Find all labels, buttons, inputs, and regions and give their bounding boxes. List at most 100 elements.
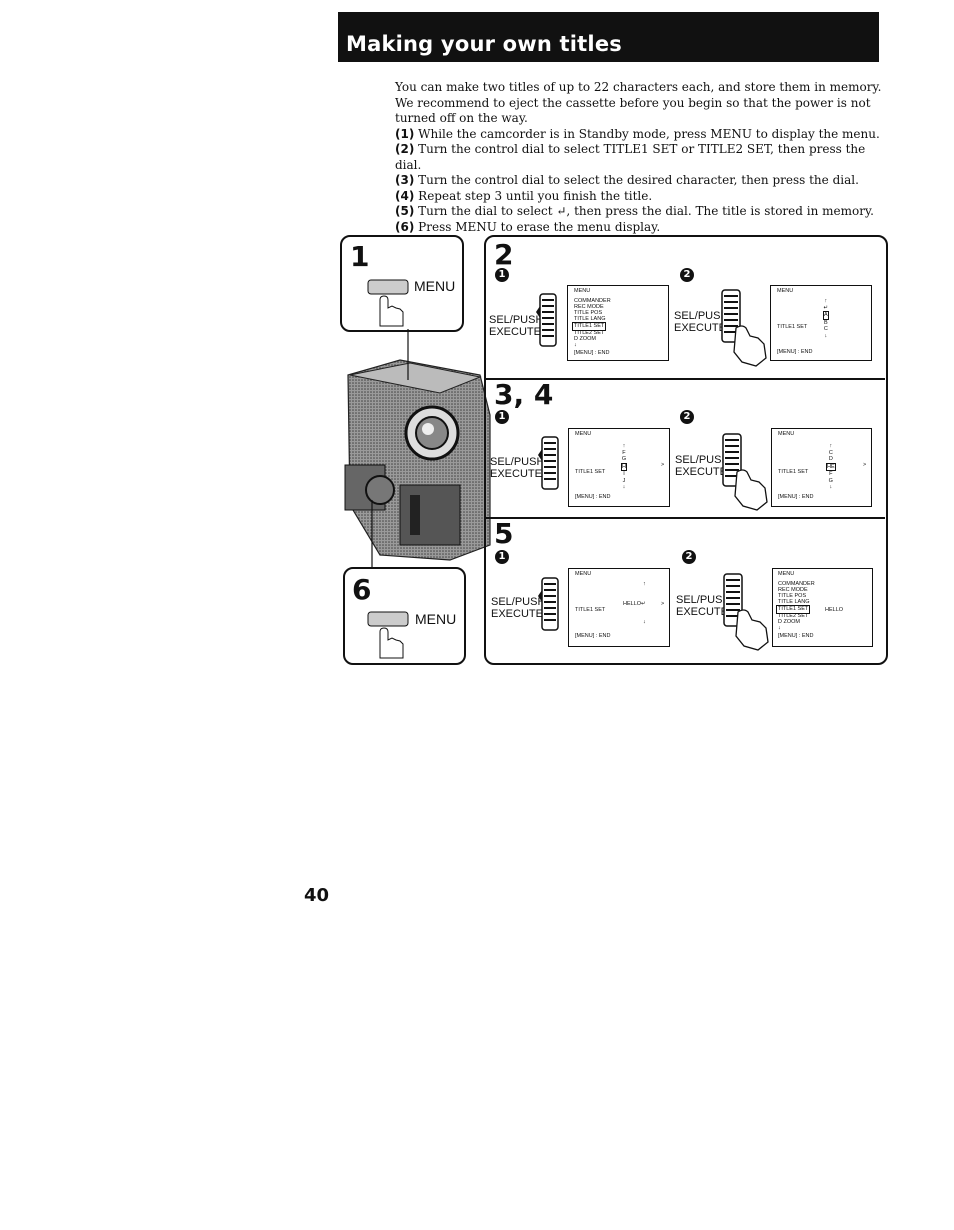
screen-line: MENU <box>777 288 794 294</box>
screen-line: MENU <box>778 431 795 437</box>
screen-line: TITLE2 SET <box>778 613 809 619</box>
step-5: (5) Turn the dial to select ↵, then pres… <box>395 204 885 220</box>
step-text: Turn the control dial to select TITLE1 S… <box>395 142 866 172</box>
step-text: While the camcorder is in Standby mode, … <box>418 126 880 141</box>
cursor-arrow: > <box>863 462 867 468</box>
step-3: (3) Turn the control dial to select the … <box>395 173 885 189</box>
menu-button-label: MENU <box>414 278 456 294</box>
screen-line: [MENU] : END <box>778 633 814 639</box>
panel-step-1 <box>340 235 464 332</box>
menu-button-label: MENU <box>415 611 457 627</box>
control-dial-icon <box>538 436 559 490</box>
step-1: (1) While the camcorder is in Standby mo… <box>395 127 885 143</box>
dial-press-finger-icon <box>721 289 767 367</box>
marker-1: 1 <box>495 410 509 424</box>
marker-2: 2 <box>682 550 696 564</box>
intro-paragraph-1: You can make two titles of up to 22 char… <box>395 80 882 94</box>
screen-line: TITLE1 SET <box>777 324 808 330</box>
screen-line: TITLE POS <box>778 593 807 599</box>
screen-line: ↓ <box>574 342 577 348</box>
step-number: (6) <box>395 219 415 234</box>
step-number: (2) <box>395 142 415 156</box>
screen-line: TITLE1 SET <box>575 607 606 613</box>
screen-line: D ZOOM <box>778 619 800 625</box>
title-value: HELLO <box>825 607 844 613</box>
intro-text: You can make two titles of up to 22 char… <box>395 80 885 235</box>
dial-press-finger-icon <box>723 573 769 651</box>
panel-divider <box>484 517 885 519</box>
screen-line: ↓ <box>778 625 781 631</box>
marker-1: 1 <box>495 550 509 564</box>
step-number: (3) <box>395 173 415 187</box>
cursor-arrow: > <box>661 601 665 607</box>
screen-line: COMMANDER <box>778 581 815 587</box>
page-title: Making your own titles <box>346 32 622 56</box>
dial-press-finger-icon <box>722 433 768 511</box>
screen-line: MENU <box>778 571 795 577</box>
step-text: Turn the control dial to select the desi… <box>418 173 859 187</box>
up-arrow: ↑ <box>643 581 646 587</box>
screen-line: [MENU] : END <box>575 494 611 500</box>
step-number: (5) <box>395 204 415 218</box>
menu-button-press-icon <box>367 611 409 659</box>
menu-screen: MENU COMMANDER REC MODE TITLE POS TITLE … <box>567 285 669 361</box>
step-text: Turn the dial to select ↵, then press th… <box>418 204 874 218</box>
section-3-4-number: 3, 4 <box>494 378 554 411</box>
step-number: (1) <box>395 126 415 141</box>
screen-line: [MENU] : END <box>575 633 611 639</box>
screen-line: TITLE POS <box>574 310 603 316</box>
page-number: 40 <box>304 885 330 906</box>
marker-2: 2 <box>680 268 694 282</box>
screen-line: TITLE2 SET <box>574 330 605 336</box>
menu-screen: MENU TITLE1 SET HELLO↵ > ↑ ↓ [MENU] : EN… <box>568 568 670 647</box>
step-4: (4) Repeat step 3 until you finish the t… <box>395 189 885 205</box>
camcorder-illustration <box>344 359 491 561</box>
screen-line: TITLE LANG <box>574 316 606 322</box>
screen-line: D ZOOM <box>574 336 596 342</box>
screen-line: [MENU] : END <box>778 494 814 500</box>
screen-line: MENU <box>575 571 592 577</box>
screen-line: TITLE1 SET <box>575 469 606 475</box>
menu-screen: MENU COMMANDER REC MODE TITLE POS TITLE … <box>772 568 873 647</box>
screen-line: COMMANDER <box>574 298 611 304</box>
page-title-bar: Making your own titles <box>338 12 879 62</box>
menu-button-press-icon <box>367 279 409 327</box>
panel-divider <box>484 378 885 380</box>
panel-step-6-number: 6 <box>352 573 372 606</box>
panel-steps-2-5 <box>484 235 888 665</box>
screen-line: REC MODE <box>574 304 604 310</box>
screen-line-selected: TITLE1 SET <box>776 605 811 614</box>
marker-2: 2 <box>680 410 694 424</box>
screen-line: MENU <box>575 431 592 437</box>
step-text: Repeat step 3 until you finish the title… <box>418 188 653 203</box>
cursor-arrow: > <box>661 462 665 468</box>
control-dial-icon <box>536 293 557 347</box>
screen-line: [MENU] : END <box>777 349 813 355</box>
step-2: (2) Turn the control dial to select TITL… <box>395 142 885 173</box>
intro-paragraph-2: We recommend to eject the cassette befor… <box>395 95 871 126</box>
title-value: HELLO↵ <box>623 601 646 607</box>
down-arrow: ↓ <box>643 619 646 625</box>
screen-line: TITLE1 SET <box>778 469 809 475</box>
section-2-number: 2 <box>494 238 514 271</box>
screen-line-selected: TITLE1 SET <box>572 322 607 331</box>
screen-line: [MENU] : END <box>574 350 610 356</box>
step-number: (4) <box>395 188 415 203</box>
panel-step-6 <box>343 567 466 665</box>
step-6: (6) Press MENU to erase the menu display… <box>395 220 885 236</box>
step-text: Press MENU to erase the menu display. <box>418 219 661 234</box>
screen-line: MENU <box>574 288 591 294</box>
screen-line: REC MODE <box>778 587 808 593</box>
